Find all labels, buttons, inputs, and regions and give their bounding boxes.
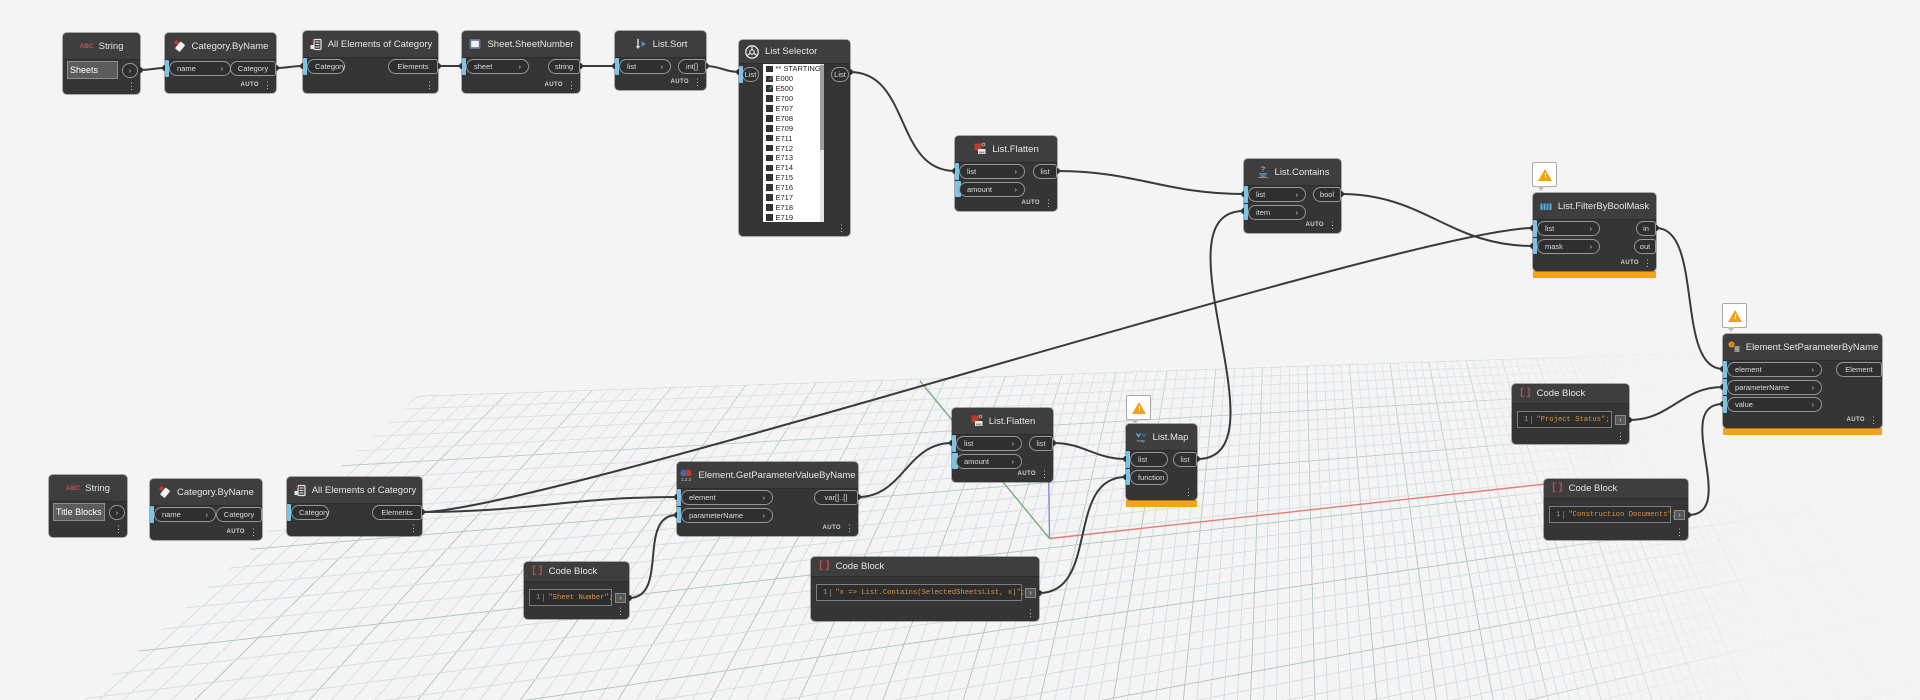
svg-text:1.2.3: 1.2.3: [681, 477, 692, 482]
svg-text:?: ?: [1261, 167, 1265, 174]
svg-text:map: map: [1137, 438, 1146, 443]
